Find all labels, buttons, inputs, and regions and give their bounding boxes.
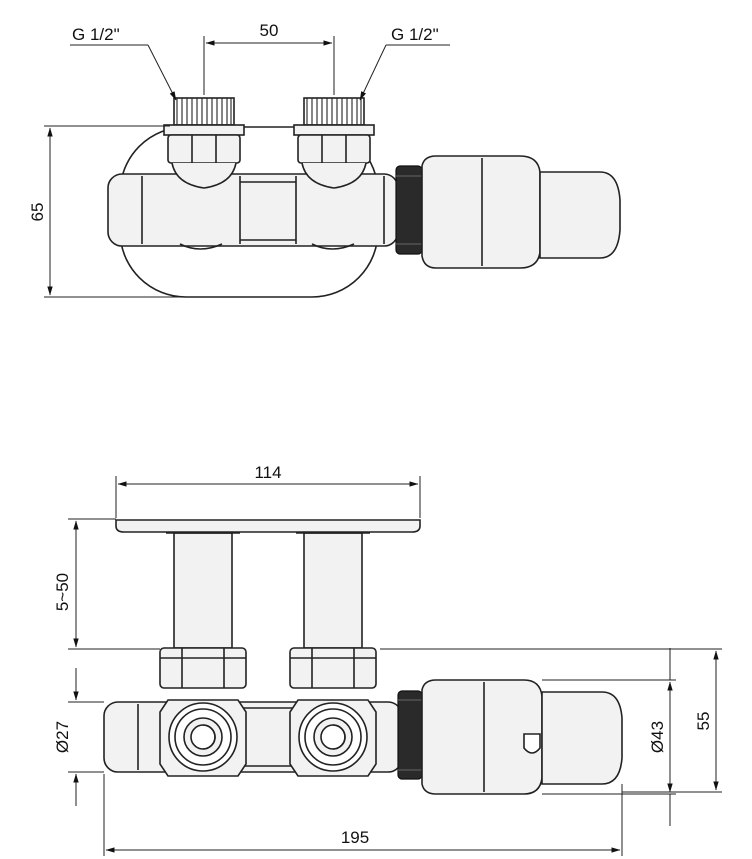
right-pipe xyxy=(303,532,363,649)
front-thermostatic-head xyxy=(397,679,623,795)
height-label: 65 xyxy=(28,203,47,222)
left-valve-port xyxy=(159,699,247,777)
right-valve-port xyxy=(289,699,377,777)
left-nut xyxy=(159,647,247,689)
total-length-label: 195 xyxy=(341,828,369,847)
right-nut xyxy=(289,647,377,689)
dim-height: 65 xyxy=(28,125,180,298)
wall-distance-label: 5~50 xyxy=(53,573,72,611)
dim-wall-distance: 5~50 xyxy=(53,518,160,650)
head-height-label: 55 xyxy=(694,712,713,731)
dim-head-diameter: Ø43 xyxy=(542,648,676,826)
valve-body xyxy=(107,173,399,247)
left-pipe xyxy=(173,532,233,649)
dim-thread-right: G 1/2" xyxy=(359,25,450,101)
front-view: 114 5~50 Ø27 Ø43 xyxy=(53,463,722,856)
wall-plate xyxy=(115,519,421,533)
right-connector xyxy=(293,97,375,189)
dim-total-length: 195 xyxy=(103,774,623,856)
dim-spacing: 50 xyxy=(203,21,335,95)
left-connector xyxy=(163,97,245,189)
dim-head-height: 55 xyxy=(380,648,722,793)
spacing-label: 50 xyxy=(260,21,279,40)
top-view: 50 G 1/2" G 1/2" 65 xyxy=(28,21,621,298)
plate-width-label: 114 xyxy=(254,463,281,482)
thermostatic-head xyxy=(395,155,621,269)
dim-thread-left: G 1/2" xyxy=(70,25,177,101)
thread-right-label: G 1/2" xyxy=(391,25,439,44)
dim-pipe-diameter: Ø27 xyxy=(53,668,104,806)
pipe-diameter-label: Ø27 xyxy=(53,721,72,753)
head-diameter-label: Ø43 xyxy=(648,721,667,753)
thread-left-label: G 1/2" xyxy=(72,25,120,44)
dim-plate-width: 114 xyxy=(115,463,421,518)
